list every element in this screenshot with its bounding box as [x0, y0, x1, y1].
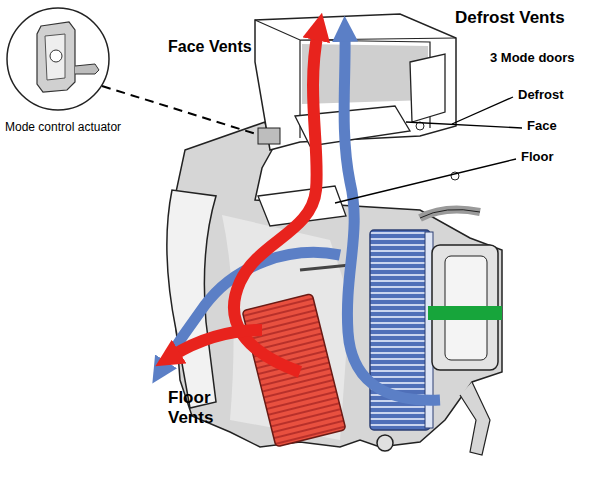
inset-circle: Mode control actuator — [3, 4, 153, 134]
inset-caption: Mode control actuator — [5, 120, 153, 134]
drain — [377, 435, 393, 451]
pipes — [420, 210, 480, 218]
pipes — [420, 210, 480, 218]
actuator-sketch — [50, 50, 62, 62]
cold-air-arrow — [344, 34, 440, 400]
part-label: Defrost — [518, 88, 564, 103]
hot-air-arrow — [234, 32, 318, 372]
defrost-duct-shade — [302, 44, 428, 104]
inset-pointer — [102, 86, 256, 134]
leader-line — [335, 159, 516, 203]
inset-circle-outline — [7, 8, 109, 110]
part-label: Floor Vents — [168, 388, 224, 427]
heater-rod — [300, 265, 350, 270]
green-band — [428, 306, 502, 320]
actuator — [258, 128, 280, 144]
bracket — [460, 382, 490, 455]
actuator-sketch — [45, 34, 65, 80]
defrost-door — [410, 54, 445, 122]
part-label: Floor — [521, 150, 554, 165]
inset-outline — [3, 4, 113, 114]
defrost-duct — [255, 14, 456, 150]
actuator-sketch — [75, 64, 99, 74]
leader-line — [406, 122, 522, 128]
actuator-sketch — [37, 22, 75, 92]
part-label: Face — [527, 119, 557, 134]
part-label: Defrost Vents — [455, 8, 565, 28]
hot-air-arrow — [172, 330, 262, 356]
part-label: 3 Mode doors — [490, 51, 575, 66]
leader-line — [452, 97, 513, 124]
part-label: Face Vents — [168, 38, 252, 56]
